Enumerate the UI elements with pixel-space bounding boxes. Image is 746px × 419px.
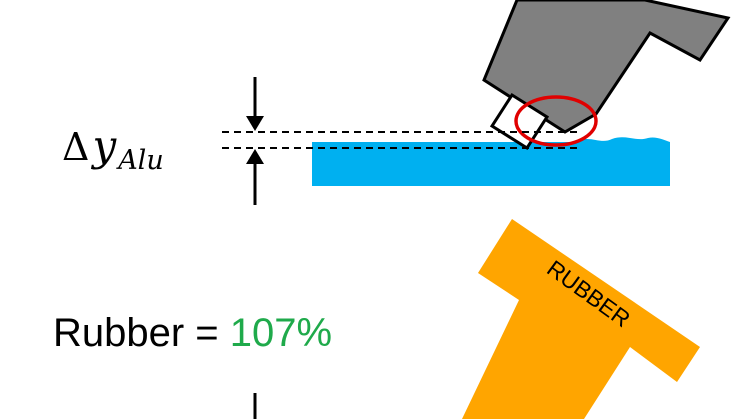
dimension-arrow-down bbox=[246, 77, 264, 131]
variable-subscript: Alu bbox=[115, 145, 164, 176]
water-surface bbox=[312, 137, 670, 186]
rubber-tool-body bbox=[462, 219, 700, 419]
dimension-arrow-up bbox=[246, 149, 264, 205]
variable-y: y bbox=[90, 121, 117, 170]
aluminium-tool bbox=[482, 0, 731, 151]
contact-highlight-ring bbox=[514, 95, 598, 147]
delta-y-label: ΔyAlu bbox=[62, 121, 164, 176]
rubber-result-value: 107% bbox=[230, 311, 332, 355]
delta-symbol: Δ bbox=[62, 125, 89, 169]
rubber-result-label: Rubber = bbox=[53, 311, 230, 355]
rubber-tool: RUBBER bbox=[462, 219, 700, 419]
rubber-result: Rubber = 107% bbox=[53, 311, 332, 355]
